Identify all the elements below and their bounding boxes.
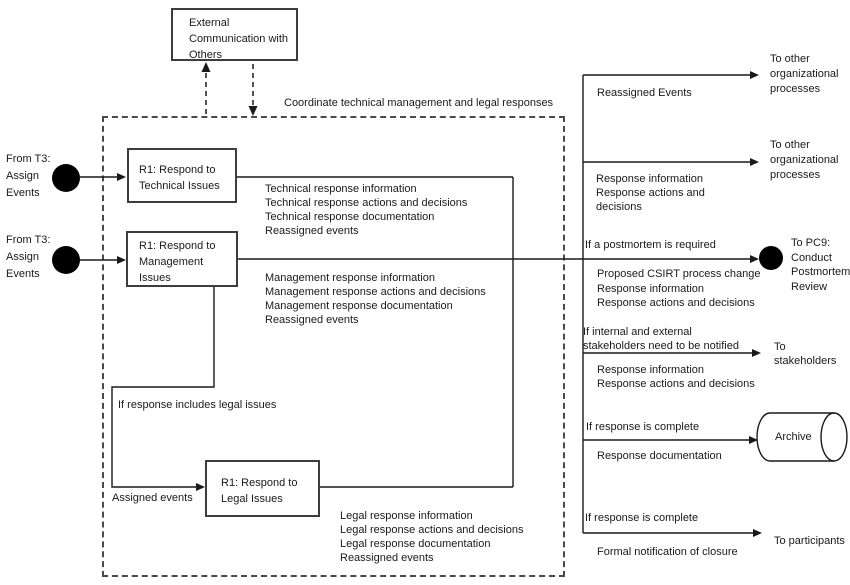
arrowhead-archive [749, 436, 758, 444]
respond-legal-box: R1: Respond to Legal Issues [205, 460, 320, 517]
postmortem-outputs-label: Proposed CSIRT process change Response i… [597, 268, 761, 309]
arrowhead-other-2 [750, 158, 759, 166]
technical-outputs-list: Technical response information Technical… [265, 183, 468, 237]
arrowhead-participants [753, 529, 762, 537]
archive-label: Archive [775, 431, 812, 443]
arrowhead-pc9 [750, 255, 759, 263]
response-info-label: Response information Response actions an… [596, 173, 705, 213]
destination-participants: To participants [774, 535, 845, 547]
stakeholder-outputs-label: Response information Response actions an… [597, 364, 755, 390]
arrowhead-other-1 [750, 71, 759, 79]
formal-notification-label: Formal notification of closure [597, 546, 738, 558]
source-label-technical: From T3: Assign Events [6, 153, 51, 199]
condition-postmortem: If a postmortem is required [585, 239, 716, 251]
reassigned-events-label: Reassigned Events [597, 87, 692, 99]
condition-complete-participants: If response is complete [585, 512, 699, 524]
arrowhead-technical [117, 173, 126, 181]
respond-management-box: R1: Respond to Management Issues [126, 231, 238, 287]
respond-technical-box: R1: Respond to Technical Issues [127, 148, 237, 203]
start-node-management [52, 246, 80, 274]
arrowhead-up-external [201, 62, 211, 72]
destination-other-processes-2: To other organizational processes [770, 139, 839, 181]
source-label-management: From T3: Assign Events [6, 234, 51, 280]
management-to-legal-line [111, 287, 215, 488]
management-outputs-list: Management response information Manageme… [265, 272, 486, 326]
arrowhead-management [117, 256, 126, 264]
legal-outputs-list: Legal response information Legal respons… [340, 510, 524, 564]
start-node-technical [52, 164, 80, 192]
external-communication-box: External Communication with Others [171, 8, 298, 61]
end-node-pc9 [759, 246, 783, 270]
arrowhead-down-external [248, 106, 258, 116]
response-documentation-label: Response documentation [597, 450, 722, 462]
condition-legal-issues: If response includes legal issues [118, 399, 277, 411]
condition-stakeholders: If internal and external stakeholders ne… [583, 326, 739, 352]
destination-other-processes-1: To other organizational processes [770, 53, 839, 95]
condition-complete-archive: If response is complete [586, 421, 700, 433]
destination-pc9: To PC9: Conduct Postmortem Review [791, 237, 850, 293]
archive-cylinder-cap [820, 412, 835, 462]
arrowhead-stakeholders [752, 349, 761, 357]
arrowhead-legal [196, 483, 205, 491]
boundary-title: Coordinate technical management and lega… [284, 97, 554, 109]
destination-stakeholders: To stakeholders [774, 341, 837, 367]
coordination-boundary [102, 116, 565, 577]
assigned-events-label: Assigned events [112, 492, 193, 504]
